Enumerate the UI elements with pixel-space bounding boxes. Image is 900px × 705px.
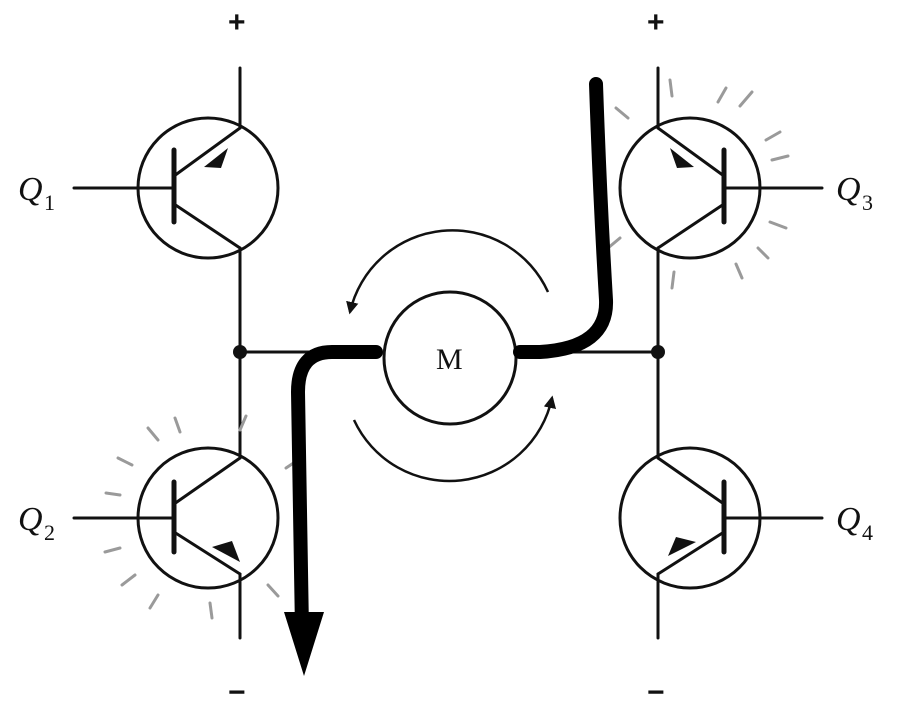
current-path-bottom	[291, 345, 383, 637]
q3-subscript: 3	[862, 190, 873, 215]
right-top-plus: +	[647, 6, 665, 39]
q4-label: Q	[836, 501, 861, 538]
q2-glow-rays	[103, 414, 300, 620]
motor-label: M	[436, 343, 463, 376]
transistor-q4: Q 4	[618, 446, 873, 590]
q1-label: Q	[18, 171, 43, 208]
left-bottom-minus: −	[228, 676, 246, 705]
q3-label: Q	[836, 171, 861, 208]
q3-emitter-arrow	[670, 148, 694, 168]
transistor-q1: Q 1	[18, 116, 280, 260]
current-arrowhead	[284, 612, 324, 676]
q1-emitter-arrow	[204, 148, 228, 168]
q4-emitter-arrow	[668, 537, 696, 556]
rotation-arrow-bottom	[352, 395, 557, 483]
right-bottom-minus: −	[647, 676, 665, 705]
transistor-q3: Q 3	[606, 78, 873, 290]
q2-label: Q	[18, 501, 43, 538]
transistor-q2: Q 2	[18, 414, 300, 620]
q3-glow-rays	[606, 78, 790, 290]
left-top-plus: +	[228, 6, 246, 39]
q1-subscript: 1	[44, 190, 55, 215]
current-path-top	[513, 77, 614, 359]
q2-emitter-arrow	[212, 541, 240, 562]
rotation-arrow-top	[346, 229, 550, 315]
motor-body	[382, 290, 518, 426]
q2-subscript: 2	[44, 520, 55, 545]
q4-subscript: 4	[862, 520, 873, 545]
